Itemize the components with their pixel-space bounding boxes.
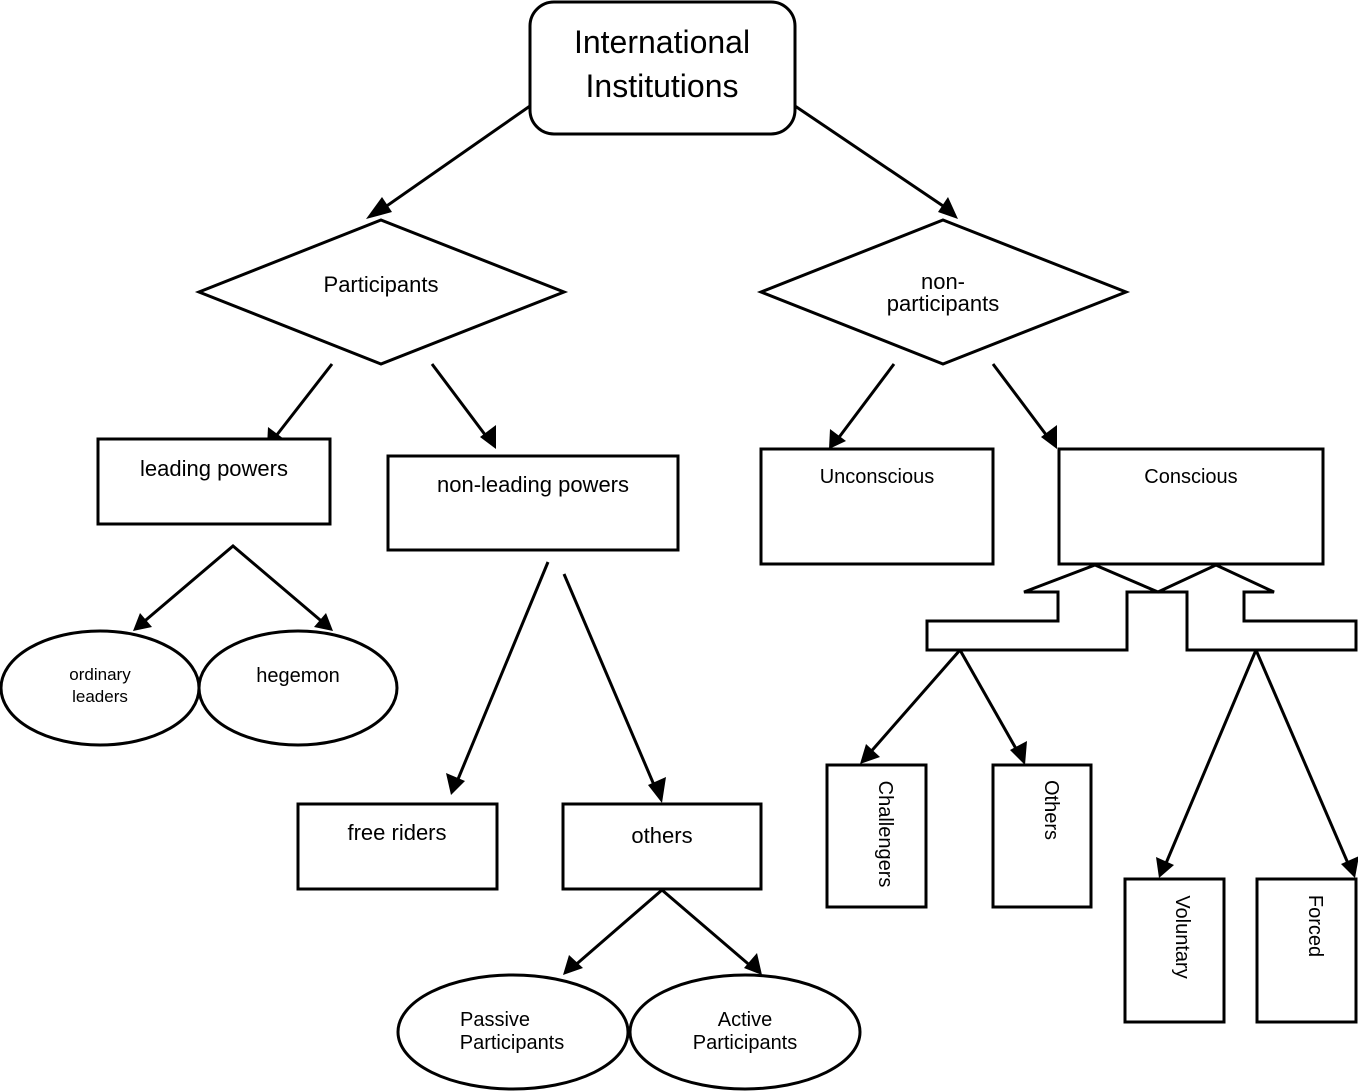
- node-passive-participants: Passive Participants: [396, 973, 630, 1091]
- edge-non-participants-conscious: [991, 363, 1052, 441]
- hegemon-label: hegemon: [256, 665, 339, 687]
- others-participants-label: others: [631, 823, 692, 848]
- participants-label: Participants: [324, 272, 439, 297]
- node-unconscious: Unconscious: [759, 447, 995, 566]
- passive-participants-label-line2: Participants: [460, 1032, 565, 1054]
- node-international-institutions: International Institutions: [528, 0, 797, 136]
- arrowhead-icon: [1156, 857, 1174, 878]
- root-label-line2: Institutions: [586, 68, 739, 104]
- node-others-participants: others: [561, 802, 763, 891]
- node-forced: Forced: [1255, 877, 1358, 1024]
- non-participants-label-line2: participants: [887, 291, 1000, 316]
- arrowhead-icon: [480, 425, 496, 449]
- edge-participants-non-leading-powers: [430, 363, 491, 441]
- node-active-participants: Active Participants: [628, 973, 862, 1091]
- edge-root-participants: [377, 104, 531, 214]
- active-participants-label-line1: Active: [718, 1009, 772, 1031]
- node-non-leading-powers: non-leading powers: [386, 454, 680, 552]
- root-label-line1: International: [574, 24, 750, 60]
- arrowhead-icon: [829, 429, 846, 449]
- arrowhead-icon: [366, 197, 392, 219]
- node-others-conscious: Others: [991, 763, 1093, 909]
- edge-leading-powers-branch: [139, 544, 327, 627]
- arrowheads: [133, 197, 1358, 975]
- arrowhead-icon: [1010, 741, 1027, 765]
- ordinary-leaders-label-line1: ordinary: [69, 665, 131, 684]
- edge-junction-forced: [1254, 649, 1352, 869]
- node-conscious: Conscious: [1057, 447, 1325, 566]
- non-participants-label-line1: non-: [921, 269, 965, 294]
- node-challengers: Challengers: [825, 763, 928, 909]
- passive-participants-label-line1: Passive: [460, 1009, 530, 1031]
- node-hegemon: hegemon: [197, 629, 399, 747]
- arrowhead-icon: [133, 613, 152, 631]
- arrowhead-icon: [938, 197, 958, 219]
- arrowhead-icon: [314, 613, 333, 631]
- arrowhead-icon: [1341, 856, 1358, 878]
- edge-junction-others: [958, 649, 1021, 755]
- edge-non-leading-free-riders: [454, 561, 550, 785]
- arrowhead-icon: [744, 953, 762, 975]
- voluntary-label: Voluntary: [1171, 895, 1193, 978]
- forced-label: Forced: [1304, 895, 1326, 957]
- arrowhead-icon: [1041, 425, 1057, 449]
- node-non-participants: non- participants: [756, 218, 1131, 366]
- edge-non-participants-unconscious: [835, 363, 896, 441]
- node-voluntary: Voluntary: [1123, 877, 1226, 1024]
- conscious-branch-connector: [925, 563, 1358, 652]
- active-participants-label-line2: Participants: [693, 1032, 798, 1054]
- challengers-label: Challengers: [874, 781, 896, 888]
- edges: [139, 104, 1352, 970]
- edge-junction-challengers: [866, 649, 962, 756]
- node-free-riders: free riders: [296, 802, 499, 891]
- edge-participants-leading-powers: [274, 363, 334, 437]
- free-riders-label: free riders: [347, 820, 446, 845]
- ordinary-leaders-label-line2: leaders: [72, 687, 128, 706]
- edge-junction-voluntary: [1162, 649, 1258, 869]
- arrowhead-icon: [648, 777, 666, 803]
- arrowhead-icon: [860, 744, 880, 764]
- node-participants: Participants: [194, 218, 569, 366]
- non-leading-powers-label: non-leading powers: [437, 472, 629, 497]
- others-conscious-label: Others: [1040, 780, 1062, 840]
- node-leading-powers: leading powers: [96, 437, 332, 526]
- leading-powers-label: leading powers: [140, 456, 288, 481]
- unconscious-label: Unconscious: [820, 466, 935, 488]
- conscious-label: Conscious: [1144, 466, 1237, 488]
- arrowhead-icon: [563, 955, 583, 975]
- edge-others-branch: [571, 888, 754, 970]
- edge-non-leading-others: [562, 573, 659, 793]
- edge-root-non-participants: [794, 104, 953, 214]
- arrowhead-icon: [446, 773, 465, 795]
- node-ordinary-leaders: ordinary leaders: [0, 629, 201, 747]
